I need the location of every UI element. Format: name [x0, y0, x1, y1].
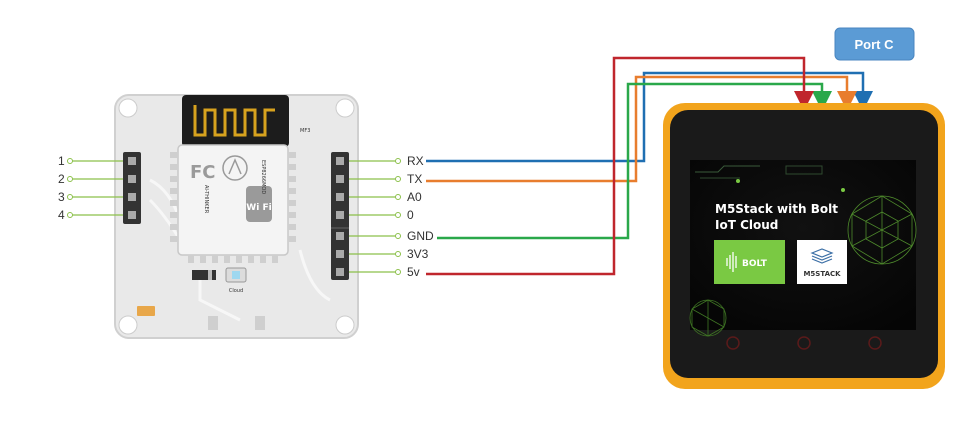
m5stack-logo-text: M5STACK [803, 270, 841, 278]
cloud-label: Cloud [229, 288, 243, 294]
left-pin-label: 3 [58, 190, 65, 204]
pin-label-gnd: GND [407, 229, 434, 243]
left-pin-label: 4 [58, 208, 65, 222]
signal-bars-icon [726, 252, 737, 272]
module-brand: AI-THINKER [203, 185, 209, 214]
pin-label-0: 0 [407, 208, 414, 222]
right-pin-labels: RX TX A0 0 GND 3V3 5v [407, 154, 434, 279]
stack-icon [810, 248, 834, 264]
wire-gnd [437, 82, 832, 240]
pin-label-5v: 5v [407, 265, 420, 279]
port-c-label: Port C [855, 37, 895, 52]
geodesic-sphere-small-icon [689, 299, 727, 337]
wifi-board: MF3 FC Wi Fi ESP8266MOD AI-THINKER [114, 94, 359, 339]
right-pin-leads [349, 158, 401, 275]
module-code: ESP8266MOD [260, 160, 266, 194]
m5stack-device: M5Stack with Bolt IoT Cloud BOLT M5STACK [663, 103, 945, 389]
circuit-dot [736, 179, 740, 183]
button-c[interactable] [868, 336, 882, 350]
pin-label-rx: RX [407, 154, 424, 168]
wire-tx [426, 75, 857, 183]
left-pin-label: 2 [58, 172, 65, 186]
geodesic-sphere-icon [847, 195, 917, 265]
wifi-logo: Wi Fi [246, 186, 272, 222]
screen-title-line1: M5Stack with Bolt [715, 202, 838, 216]
antenna-trace [193, 105, 275, 137]
bolt-logo-text: BOLT [742, 259, 768, 269]
port-c-badge: Port C [834, 27, 915, 61]
wire-rx [426, 71, 873, 163]
fc-mark: FC [190, 162, 216, 183]
button-b[interactable] [797, 336, 811, 350]
brand-logo-icon [222, 155, 248, 181]
pin-label-a0: A0 [407, 190, 422, 204]
smd-part [137, 306, 155, 316]
pin-label-tx: TX [407, 172, 422, 186]
circuit-dot [841, 188, 845, 192]
wire-5v [426, 56, 814, 276]
svg-text:Wi Fi: Wi Fi [246, 203, 271, 213]
left-header [123, 152, 141, 224]
diode [192, 270, 216, 280]
bolt-logo: BOLT [714, 240, 785, 284]
left-pin-labels: 1 2 3 4 [58, 154, 65, 222]
left-pin-leads [67, 158, 123, 218]
svg-text:MF3: MF3 [300, 128, 310, 134]
button-a[interactable] [726, 336, 740, 350]
left-pin-label: 1 [58, 154, 65, 168]
pin-label-3v3: 3V3 [407, 247, 429, 261]
m5stack-logo: M5STACK [797, 240, 847, 284]
screen-title-line2: IoT Cloud [715, 218, 778, 232]
